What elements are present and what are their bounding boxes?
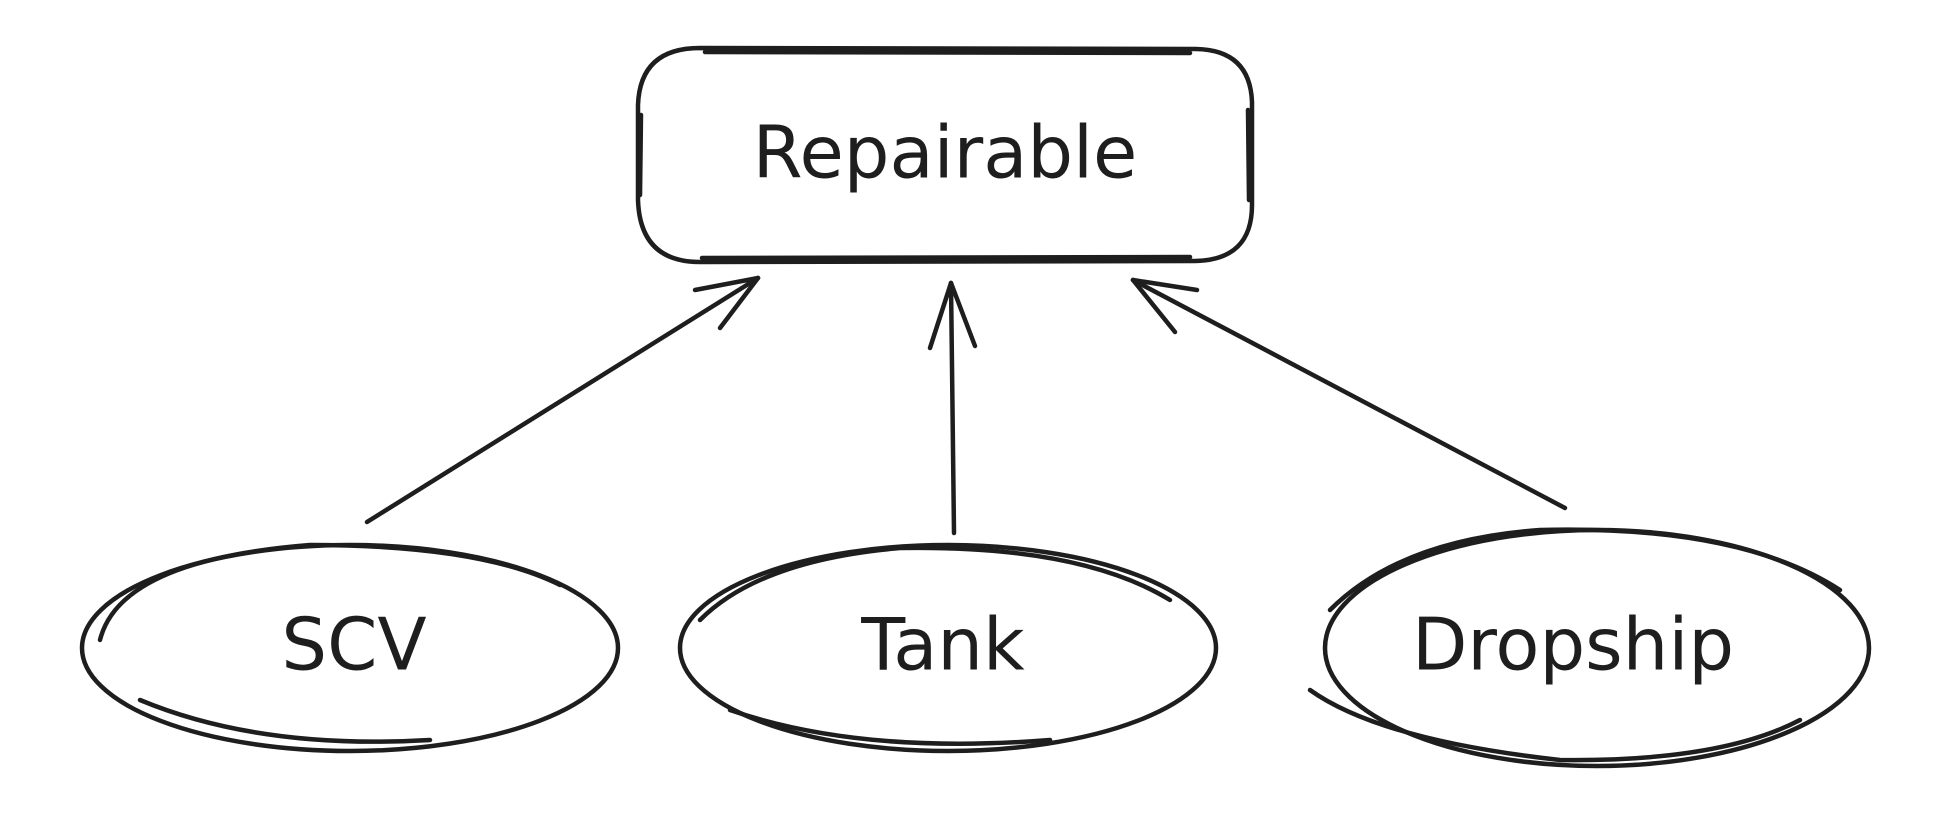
child-ellipse-tank-sketch <box>697 545 1173 746</box>
arrow-dropship-to-repairable <box>1130 277 1568 511</box>
parent-label: Repairable <box>753 111 1138 195</box>
child-ellipse-tank <box>677 542 1219 754</box>
child-ellipse-dropship-sketch <box>1307 527 1843 763</box>
child-ellipse-scv-sketch <box>97 542 563 744</box>
arrow-tank-to-repairable <box>927 280 978 536</box>
child-node-tank[interactable]: Tank <box>677 542 1219 754</box>
parent-node-repairable[interactable]: Repairable <box>635 45 1255 265</box>
child-label-scv: SCV <box>281 603 426 687</box>
child-label-tank: Tank <box>860 603 1025 687</box>
child-node-dropship[interactable]: Dropship <box>1307 527 1872 769</box>
parent-box <box>635 45 1255 265</box>
child-node-scv[interactable]: SCV <box>79 542 621 754</box>
child-label-dropship: Dropship <box>1412 603 1734 687</box>
parent-box-sketch-stroke <box>637 49 1252 261</box>
arrow-scv-to-repairable <box>364 275 761 525</box>
